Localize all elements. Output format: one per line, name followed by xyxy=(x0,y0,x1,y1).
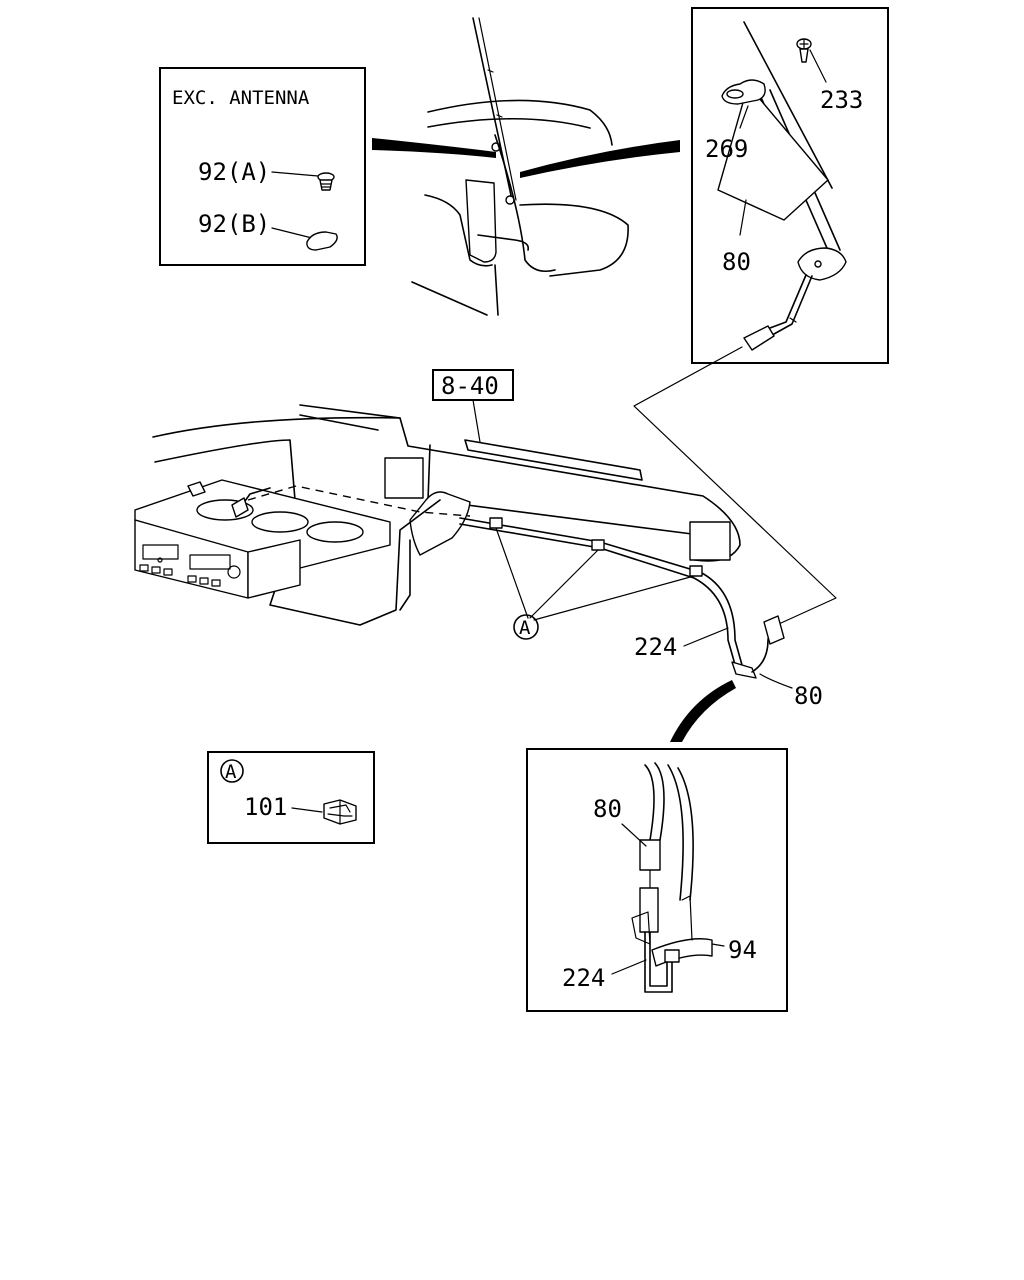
part-label-101: 101 xyxy=(244,793,287,821)
connector-80 xyxy=(639,839,661,871)
callout-a-leader-2 xyxy=(529,549,599,619)
connector-detail-inset: 80 94 224 xyxy=(526,748,788,1012)
part-label-94: 94 xyxy=(728,936,757,964)
clip-callout-circle xyxy=(220,759,244,783)
part-label-80-connector: 80 xyxy=(593,795,622,823)
cable-80-detail xyxy=(644,764,655,841)
right-vent xyxy=(689,521,731,561)
part-label-233: 233 xyxy=(820,86,863,114)
leader-92b xyxy=(271,227,313,239)
gauge-hole-3 xyxy=(306,521,364,543)
routing-guide xyxy=(633,346,837,629)
band-94 xyxy=(651,938,713,967)
clip-detail-inset-frame xyxy=(207,751,375,844)
feeder-cable-hidden xyxy=(247,485,471,517)
exc-antenna-inset-frame xyxy=(159,67,366,266)
radio-unit xyxy=(134,519,301,599)
exc-antenna-inset: EXC. ANTENNA 92(A) 92(B) xyxy=(159,67,366,266)
connector-detail-inset-frame xyxy=(526,748,788,1012)
callout-a-letter: A xyxy=(519,617,531,639)
part-label-92a: 92(A) xyxy=(198,158,270,186)
part-label-80-detail: 80 xyxy=(722,248,751,276)
clip-a-3 xyxy=(689,565,703,577)
callout-a-circle xyxy=(513,614,539,640)
leader-92a xyxy=(271,171,319,177)
leader-233 xyxy=(809,49,827,83)
roof-edge xyxy=(427,99,613,146)
part-label-269: 269 xyxy=(705,135,748,163)
reference-leader xyxy=(472,399,481,443)
arrow-to-connector-detail xyxy=(670,680,736,742)
part-label-80-main: 80 xyxy=(794,682,823,710)
dashboard-top xyxy=(152,416,741,562)
plug-92b-part xyxy=(306,231,338,251)
clip-callout-letter: A xyxy=(225,761,237,783)
arrow-to-antenna-detail xyxy=(520,140,680,178)
clip-a-2 xyxy=(591,539,605,551)
screw-233-part xyxy=(796,38,812,63)
clip-detail-inset: A 101 xyxy=(207,751,375,844)
exc-antenna-title: EXC. ANTENNA xyxy=(172,87,310,109)
leader-269 xyxy=(739,105,749,129)
leader-224-connector xyxy=(611,959,647,975)
screw-92a-part xyxy=(317,172,335,191)
clip-a-1 xyxy=(489,517,503,529)
leader-80-detail xyxy=(739,199,747,236)
center-duct xyxy=(409,491,471,556)
antenna-detail-inset: 233 269 80 xyxy=(691,7,889,364)
reference-8-40: 8-40 xyxy=(441,372,499,400)
left-vent xyxy=(384,457,424,499)
side-mirror xyxy=(465,179,497,263)
clip-101-part xyxy=(323,799,357,825)
leader-224 xyxy=(683,627,729,647)
antenna-detail-inset-frame xyxy=(691,7,889,364)
gauge-hole-2 xyxy=(251,511,309,533)
leader-94 xyxy=(711,943,725,947)
part-label-224: 224 xyxy=(634,633,677,661)
part-label-224-connector: 224 xyxy=(562,964,605,992)
callout-a-leader-3 xyxy=(533,575,695,621)
vehicle-antenna-view xyxy=(372,17,680,316)
cable-joint xyxy=(731,661,757,679)
part-label-92b: 92(B) xyxy=(198,210,270,238)
antenna-rod xyxy=(743,21,833,189)
leader-80-main xyxy=(759,673,793,689)
dashboard-assembly: 8-40 xyxy=(134,369,823,742)
leader-80-connector xyxy=(621,823,647,847)
leader-101 xyxy=(291,807,323,813)
arrow-to-exc-inset xyxy=(372,138,496,158)
callout-a-leader-1 xyxy=(495,527,529,619)
antenna-pad-80 xyxy=(717,84,829,221)
antenna-cable-connector xyxy=(743,325,775,351)
cable-end-connector xyxy=(763,615,785,645)
